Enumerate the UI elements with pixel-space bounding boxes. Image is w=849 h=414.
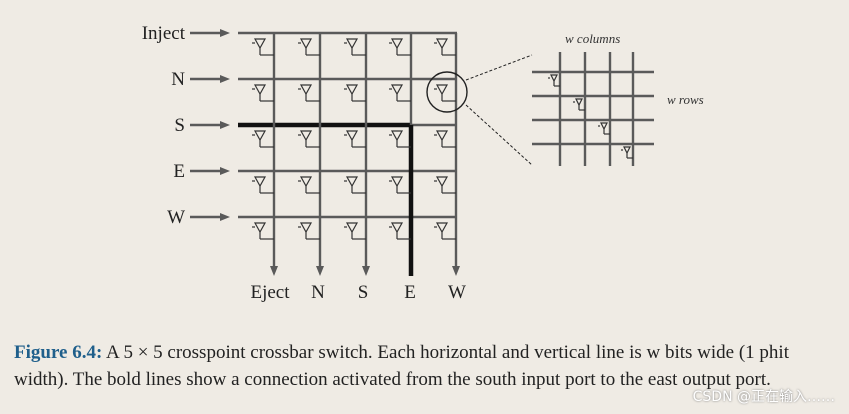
zoom-callout (426, 54, 533, 166)
zoom-circle (426, 71, 468, 113)
watermark: CSDN @正在输入…… (692, 389, 835, 405)
crosspoint-switch (298, 130, 320, 148)
output-label-eject: Eject (250, 282, 290, 303)
inset-rows-label: w rows (667, 92, 704, 107)
crosspoint-switch (298, 222, 320, 240)
crosspoint-switch (389, 222, 411, 240)
crosspoint-switch (434, 84, 456, 102)
crosspoint-switch (389, 176, 411, 194)
output-arrowhead (270, 266, 278, 276)
input-arrowhead (220, 29, 230, 37)
inset-crosspoint-switch (573, 98, 585, 111)
crosspoint-switch (298, 176, 320, 194)
input-label-e: E (173, 161, 185, 182)
output-label-s: S (358, 282, 369, 303)
inset-columns-label: w columns (565, 31, 620, 46)
output-arrowhead (362, 266, 370, 276)
input-label-n: N (171, 69, 185, 90)
output-label-w: W (448, 282, 466, 303)
figure-caption: Figure 6.4: A 5 × 5 crosspoint crossbar … (14, 339, 844, 393)
input-arrowhead (220, 213, 230, 221)
crosspoint-switch (434, 130, 456, 148)
input-label-s: S (174, 115, 185, 136)
crosspoint-switch (434, 38, 456, 56)
crosspoint-switch (434, 176, 456, 194)
crosspoint-switch (434, 222, 456, 240)
crosspoint-switch (252, 176, 274, 194)
inset-crosspoint-switch (548, 74, 560, 87)
input-label-inject: Inject (142, 23, 186, 44)
crosspoint-switch (298, 38, 320, 56)
zoom-line-bottom (465, 104, 533, 166)
output-arrowhead (316, 266, 324, 276)
crosspoint-switch (298, 84, 320, 102)
crosspoint-switch (344, 38, 366, 56)
inset-crosspoint-switch (598, 122, 610, 135)
output-label-e: E (404, 282, 416, 303)
zoom-line-top (465, 54, 533, 81)
input-arrowhead (220, 75, 230, 83)
crosspoint-switch (344, 84, 366, 102)
caption-text: A 5 × 5 crosspoint crossbar switch. Each… (14, 342, 789, 390)
crosspoint-switch (252, 38, 274, 56)
inset-detail (532, 52, 654, 166)
crosspoint-switch (344, 130, 366, 148)
crosspoint-switch (252, 130, 274, 148)
input-arrowhead (220, 121, 230, 129)
input-label-w: W (167, 207, 185, 228)
crosspoint-switch (389, 84, 411, 102)
inset-crosspoint-switch (621, 146, 633, 159)
crosspoint-switch (252, 222, 274, 240)
output-arrowhead (452, 266, 460, 276)
crosspoint-switch (389, 130, 411, 148)
output-port-labels: Eject N S E W (250, 282, 466, 303)
crossbar-grid (238, 31, 460, 276)
crosspoint-switch (389, 38, 411, 56)
output-label-n: N (311, 282, 325, 303)
crosspoint-switch (344, 222, 366, 240)
crosspoint-switch (344, 176, 366, 194)
crosspoint-switch (252, 84, 274, 102)
figure-label: Figure 6.4: (14, 342, 103, 363)
input-arrowhead (220, 167, 230, 175)
